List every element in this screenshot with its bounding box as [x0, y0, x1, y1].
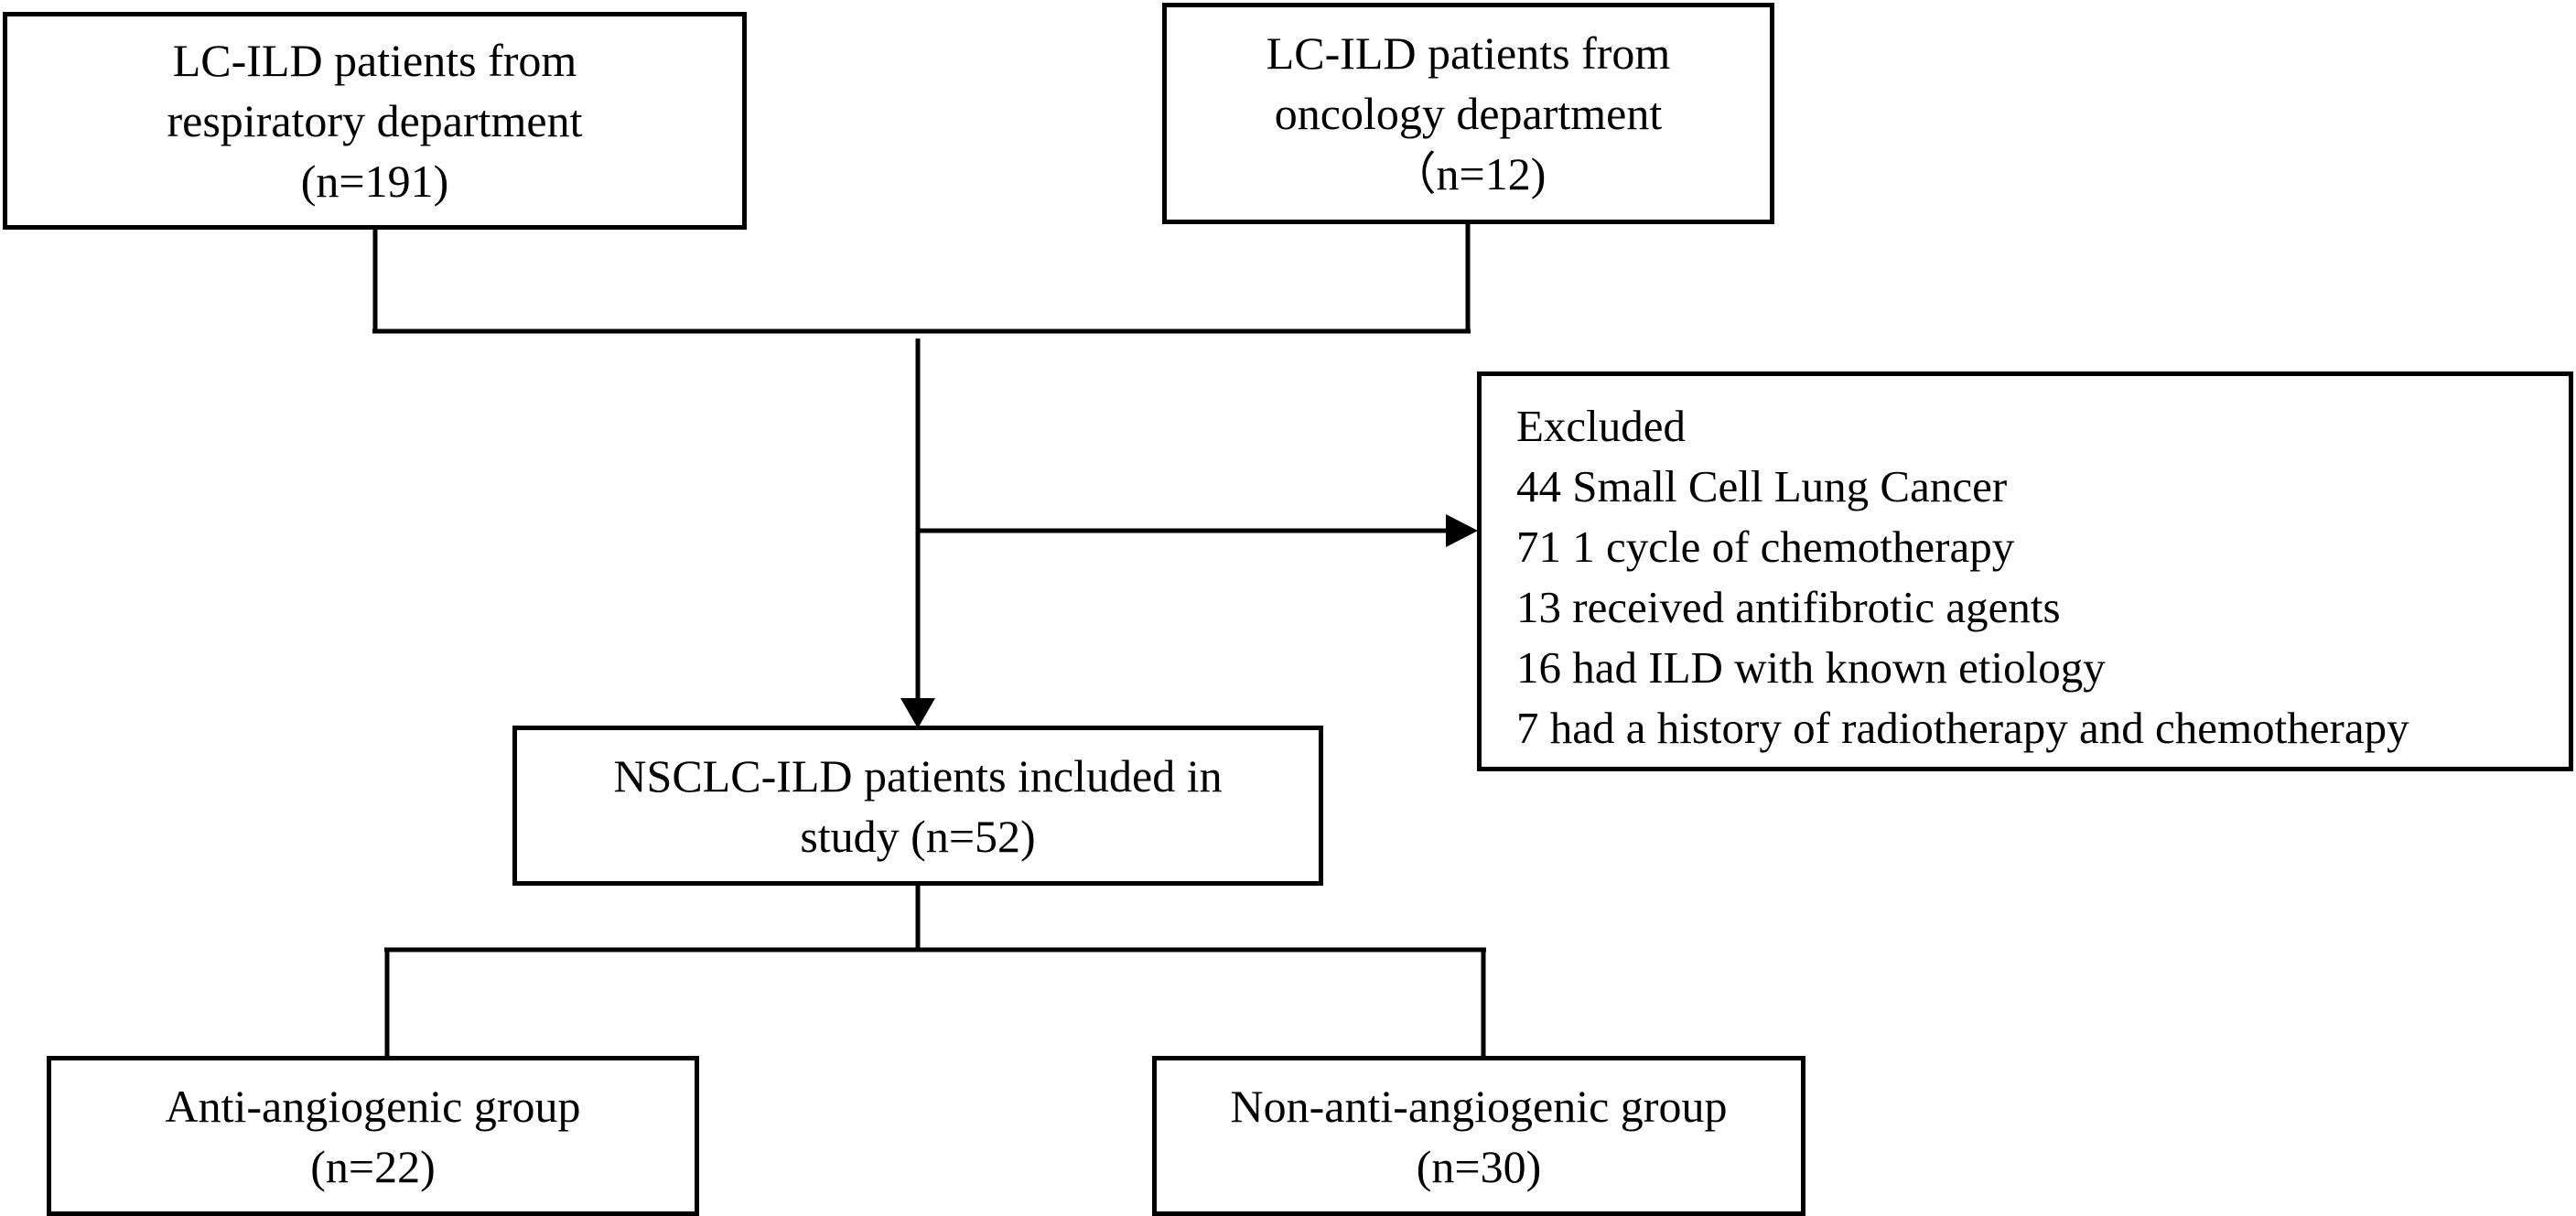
source-oncology-box: LC-ILD patients from oncology department… [1162, 3, 1774, 224]
source-oncology-line1: LC-ILD patients from [1266, 27, 1671, 79]
source-respiratory-box: LC-ILD patients from respiratory departm… [3, 12, 747, 230]
included-line1: NSCLC-ILD patients included in [613, 749, 1223, 802]
excluded-item: 16 had ILD with known etiology [1516, 642, 2106, 693]
included-line2: study (n=52) [800, 810, 1036, 862]
non-anti-angiogenic-group-box: Non-anti-angiogenic group (n=30) [1152, 1056, 1805, 1216]
non-anti-angiogenic-label: Non-anti-angiogenic group [1230, 1080, 1728, 1132]
non-anti-angiogenic-count: (n=30) [1416, 1140, 1542, 1192]
excluded-item: 71 1 cycle of chemotherapy [1516, 522, 2015, 572]
anti-angiogenic-label: Anti-angiogenic group [165, 1080, 581, 1132]
source-oncology-line2: oncology department [1274, 88, 1663, 139]
excluded-box: Excluded 44 Small Cell Lung Cancer 71 1 … [1477, 371, 2573, 771]
excluded-title: Excluded [1516, 401, 1687, 451]
arrowhead-down-icon [900, 698, 935, 728]
anti-angiogenic-count: (n=22) [310, 1140, 436, 1192]
anti-angiogenic-group-box: Anti-angiogenic group (n=22) [47, 1056, 699, 1216]
source-oncology-count: （n=12) [1390, 148, 1547, 199]
excluded-item: 44 Small Cell Lung Cancer [1516, 461, 2008, 511]
source-respiratory-line1: LC-ILD patients from [172, 35, 577, 86]
source-respiratory-count: (n=191) [300, 156, 449, 207]
included-box: NSCLC-ILD patients included in study (n=… [512, 726, 1323, 886]
excluded-item: 7 had a history of radiotherapy and chem… [1516, 703, 2409, 753]
excluded-item: 13 received antifibrotic agents [1516, 582, 2061, 632]
arrowhead-right-icon [1446, 514, 1478, 547]
source-respiratory-line2: respiratory department [167, 95, 583, 146]
